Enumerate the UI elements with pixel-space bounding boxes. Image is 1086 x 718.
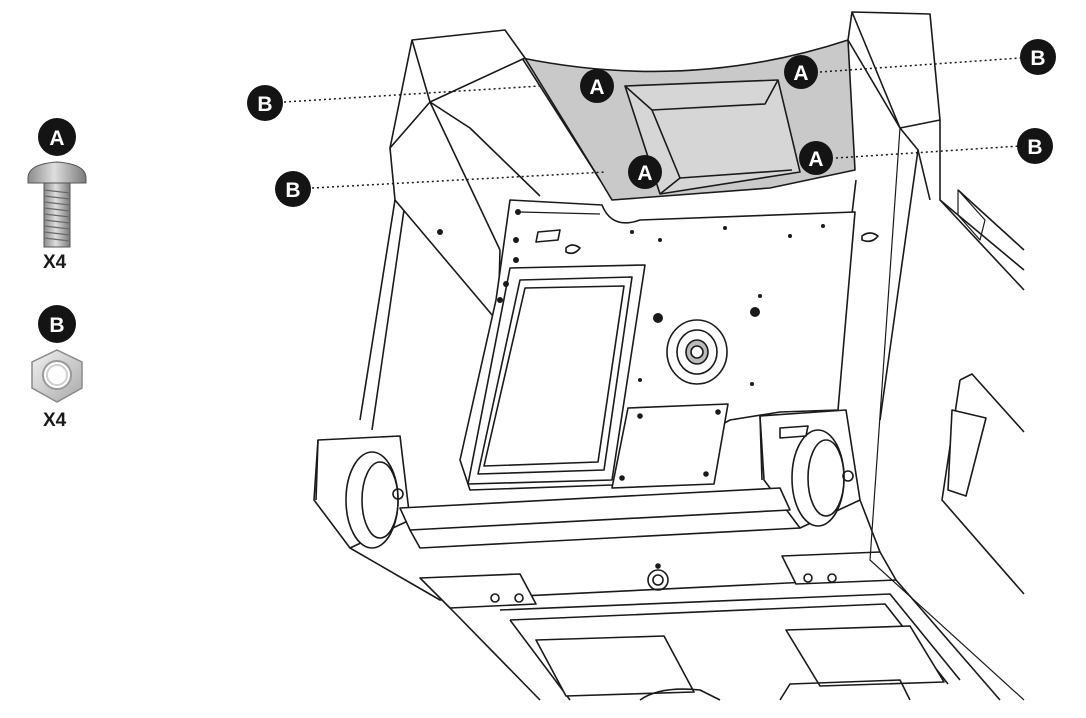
callout-a-lower-left-label: A	[637, 162, 652, 185]
callout-a-upper-left-label: A	[589, 76, 604, 99]
part-a-legend: A	[27, 118, 87, 248]
callout-b-upper-left-label: B	[257, 93, 272, 116]
callout-b-upper-right: B	[1020, 39, 1056, 75]
callout-b-lower-right: B	[1017, 128, 1053, 164]
callout-b-upper-left: B	[247, 85, 283, 121]
part-a-badge	[38, 118, 76, 156]
leader-b-upper-right	[819, 57, 1021, 73]
display-window	[467, 264, 646, 485]
callout-a-upper-right: A	[784, 55, 818, 89]
access-cover	[611, 403, 729, 489]
part-a-letter: A	[49, 127, 64, 150]
right-side-body	[869, 127, 1025, 701]
lower-base	[419, 551, 1001, 701]
machine-drawing	[313, 11, 1025, 701]
callout-b-lower-right-label: B	[1027, 136, 1042, 159]
callout-b-upper-right-label: B	[1030, 47, 1045, 70]
right-upright	[829, 11, 1025, 421]
hinge-crossbar	[349, 487, 891, 601]
part-b-quantity: X4	[43, 410, 67, 431]
callout-b-lower-left: B	[275, 171, 311, 207]
part-b-legend: B	[31, 305, 83, 403]
callout-a-lower-left: A	[628, 155, 662, 189]
parts-legend: A B	[27, 118, 87, 403]
center-port	[666, 319, 728, 385]
callout-leaders	[283, 57, 1021, 189]
part-a-quantity: X4	[43, 252, 67, 273]
screw-icon	[27, 161, 87, 248]
callout-a-lower-right: A	[799, 141, 833, 175]
callout-a-lower-right-label: A	[808, 148, 823, 171]
left-hinge	[313, 435, 411, 549]
hex-nut-icon	[31, 349, 83, 403]
part-b-badge	[38, 305, 76, 343]
panel-holes	[437, 209, 825, 386]
callout-a-upper-right-label: A	[793, 62, 808, 85]
leader-b-lower-left	[311, 171, 607, 189]
callout-badges: A A A A B B B B	[247, 39, 1056, 207]
callout-a-upper-left: A	[580, 69, 614, 103]
part-b-letter: B	[49, 314, 64, 337]
callout-b-lower-left-label: B	[285, 179, 300, 202]
leader-b-lower-right	[835, 145, 1021, 159]
